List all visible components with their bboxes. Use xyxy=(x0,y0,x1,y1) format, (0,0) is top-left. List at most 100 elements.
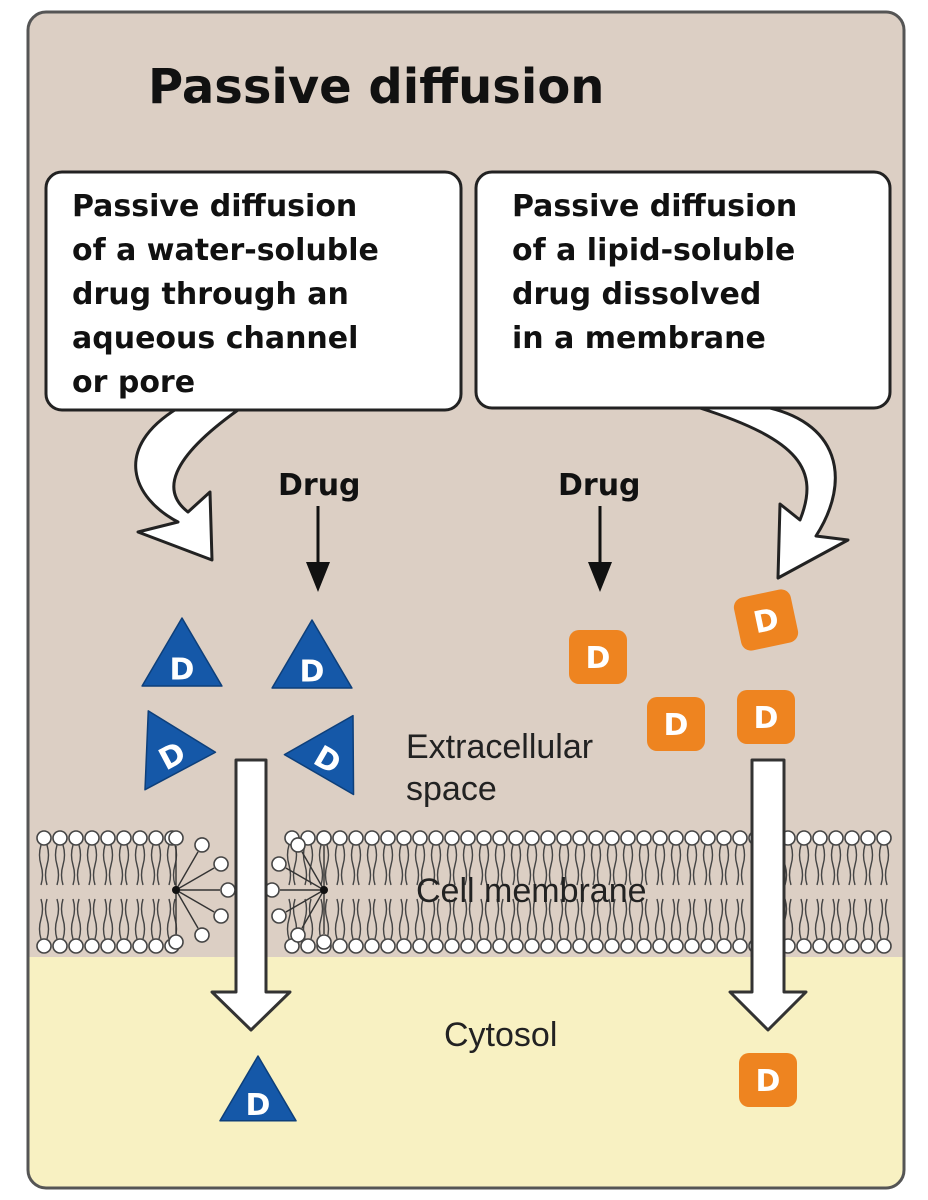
lipid-tail xyxy=(494,844,506,886)
lipid-tail xyxy=(670,898,682,940)
lipid-tail xyxy=(462,898,474,940)
lipid-head xyxy=(428,938,444,954)
lipid-head xyxy=(588,938,604,954)
lipid-tail xyxy=(638,844,650,886)
lipid-tail xyxy=(86,898,98,940)
lipid-head xyxy=(444,830,460,846)
lipid-head xyxy=(460,938,476,954)
lipid-head xyxy=(652,830,668,846)
lipid-head xyxy=(812,830,828,846)
lipid-tail xyxy=(686,898,698,940)
lipid-tail xyxy=(54,844,66,886)
pore-lipid-head xyxy=(194,927,210,943)
lipid-head xyxy=(132,938,148,954)
molecule-letter: D xyxy=(756,1064,781,1099)
pore-lipid-tail xyxy=(285,867,325,891)
molecule-letter: D xyxy=(664,708,689,743)
pore-lipid-head xyxy=(194,837,210,853)
molecule-letter: D xyxy=(754,701,779,736)
pore-lipid-head xyxy=(271,856,287,872)
lipid-head xyxy=(556,938,572,954)
lipid-head xyxy=(636,938,652,954)
diffusion-arrow-pore xyxy=(210,758,292,1032)
lipid-head xyxy=(684,938,700,954)
lipid-head xyxy=(428,830,444,846)
pore-center xyxy=(320,886,328,894)
lipid-tail xyxy=(814,898,826,940)
lipid-tail xyxy=(606,898,618,940)
lipid-head xyxy=(732,830,748,846)
callout-left-line: Passive diffusion xyxy=(72,189,357,224)
lipid-tail xyxy=(38,898,50,940)
lipid-tail xyxy=(462,844,474,886)
pore-lipid-tail xyxy=(175,889,215,913)
lipid-head xyxy=(52,938,68,954)
lipid-head xyxy=(132,830,148,846)
lipid-soluble-drug-molecule: D xyxy=(733,589,799,651)
lipid-tail xyxy=(638,898,650,940)
lipid-tail xyxy=(734,898,746,940)
lipid-tail xyxy=(734,844,746,886)
lipid-head xyxy=(668,938,684,954)
lipid-tail xyxy=(510,844,522,886)
lipid-head xyxy=(396,830,412,846)
lipid-tail xyxy=(382,898,394,940)
molecule-letter: D xyxy=(586,641,611,676)
lipid-head xyxy=(380,938,396,954)
pore-lipid-tail xyxy=(285,889,325,913)
lipid-tail xyxy=(526,898,538,940)
lipid-tail xyxy=(350,844,362,886)
pore-lipid-tail xyxy=(175,851,199,891)
drug-arrow-right-icon xyxy=(588,506,612,592)
lipid-tail xyxy=(718,898,730,940)
lipid-head xyxy=(300,938,316,954)
callout-left-line: or pore xyxy=(72,365,195,400)
extracellular-label-line: Extracellular xyxy=(406,728,593,766)
lipid-tail xyxy=(86,844,98,886)
lipid-head xyxy=(524,830,540,846)
lipid-head xyxy=(620,938,636,954)
lipid-tail xyxy=(54,898,66,940)
diffusion-arrow-lipid xyxy=(728,758,808,1032)
lipid-tail xyxy=(102,844,114,886)
cell-membrane-label: Cell membrane xyxy=(416,872,647,910)
lipid-tail xyxy=(862,844,874,886)
lipid-head xyxy=(828,830,844,846)
lipid-head xyxy=(148,830,164,846)
lipid-head xyxy=(876,830,892,846)
pore-lipid-head xyxy=(316,830,332,846)
lipid-tail xyxy=(430,844,442,886)
drug-label-right: Drug xyxy=(558,468,641,503)
lipid-tail xyxy=(574,844,586,886)
water-soluble-drug-molecule: D xyxy=(144,710,217,791)
lipid-tail xyxy=(398,844,410,886)
water-soluble-drug-molecule: D xyxy=(219,1055,297,1123)
lipid-head xyxy=(540,938,556,954)
lipid-head xyxy=(860,830,876,846)
lipid-tail xyxy=(878,844,890,886)
pore-lipid-tail xyxy=(175,867,215,891)
lipid-tail xyxy=(366,898,378,940)
extracellular-label-line: space xyxy=(406,770,497,808)
pore-lipid-head xyxy=(168,830,184,846)
lipid-head xyxy=(860,938,876,954)
lipid-tail xyxy=(150,898,162,940)
lipid-tail xyxy=(334,898,346,940)
lipid-head xyxy=(36,830,52,846)
lipid-head xyxy=(116,938,132,954)
lipid-tail xyxy=(622,898,634,940)
pore-lipid-head xyxy=(271,908,287,924)
lipid-head xyxy=(36,938,52,954)
lipid-tail xyxy=(318,844,330,886)
lipid-tail xyxy=(846,898,858,940)
drug-arrow-left-icon xyxy=(306,506,330,592)
lipid-tail xyxy=(558,898,570,940)
lipid-head xyxy=(700,830,716,846)
molecule-letter: D xyxy=(246,1088,271,1123)
lipid-head xyxy=(668,830,684,846)
lipid-head xyxy=(588,830,604,846)
lipid-head xyxy=(364,830,380,846)
